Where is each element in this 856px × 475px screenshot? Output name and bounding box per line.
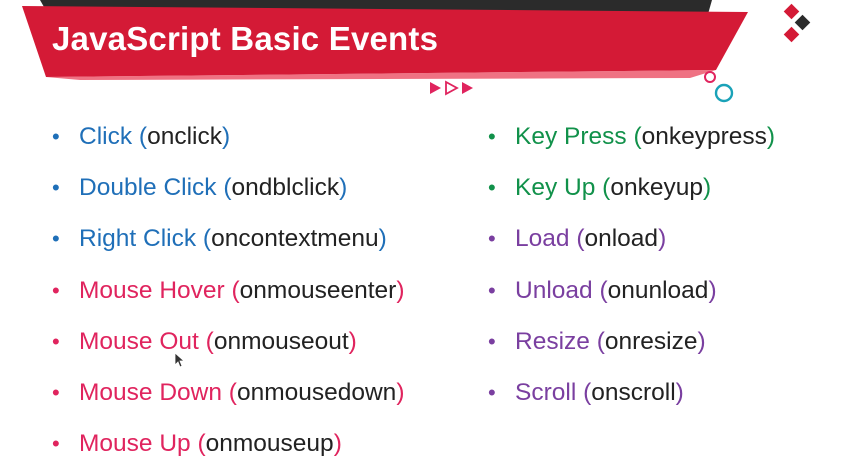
open-paren: ( (190, 430, 206, 458)
event-label: Mouse Up (79, 430, 191, 458)
event-label: Key Up (515, 174, 596, 202)
slide-title: JavaScript Basic Events (52, 20, 439, 57)
close-paren: ) (396, 276, 405, 304)
close-paren: ) (766, 123, 776, 150)
event-handler-name: onmousedown (236, 378, 397, 406)
event-item: • Double Click (ondblclick) (52, 168, 404, 219)
bullet-icon: • (52, 379, 60, 405)
event-label: Scroll (515, 378, 577, 406)
event-item: • Unload (onunload) (488, 271, 775, 322)
banner-red-shape (22, 6, 748, 77)
event-item: • Right Click (oncontextmenu) (52, 219, 404, 270)
event-item: • Resize (onresize) (488, 322, 775, 373)
bullet-icon: • (52, 124, 60, 149)
event-label: Mouse Down (79, 378, 222, 406)
right-event-list: •Key Press (onkeypress)•Key Up (onkeyup)… (488, 117, 775, 424)
event-handler-name: onkeypress (641, 123, 767, 150)
event-handler-name: onunload (607, 276, 709, 304)
event-handler-name: onload (584, 225, 659, 253)
close-paren: ) (378, 225, 387, 253)
close-paren: ) (333, 430, 342, 458)
open-paren: ( (198, 327, 214, 355)
event-label: Mouse Out (79, 327, 199, 355)
event-label: Mouse Hover (79, 276, 225, 304)
open-paren: ( (196, 225, 212, 253)
close-paren: ) (697, 327, 706, 355)
event-label: Click (79, 123, 133, 150)
bullet-icon: • (52, 226, 60, 252)
close-paren: ) (348, 327, 357, 355)
event-label: Load (515, 225, 570, 253)
bullet-icon: • (52, 328, 60, 354)
event-label: Resize (515, 327, 590, 355)
bullet-icon: • (488, 379, 496, 405)
bullet-icon: • (52, 175, 60, 201)
open-paren: ( (132, 123, 148, 150)
close-paren: ) (658, 225, 667, 253)
event-item: • Key Press (onkeypress) (488, 117, 775, 168)
open-paren: ( (576, 378, 592, 406)
bullet-icon: • (488, 277, 496, 303)
title-banner (22, 0, 811, 103)
circles-icon (704, 71, 734, 103)
event-label: Unload (515, 276, 593, 304)
bullet-icon: • (488, 124, 496, 149)
event-handler-name: oncontextmenu (211, 225, 379, 253)
event-handler-name: ondblclick (231, 174, 340, 202)
bullet-icon: • (488, 226, 496, 252)
open-paren: ( (216, 174, 232, 202)
close-paren: ) (396, 378, 405, 406)
event-item: • Load (onload) (488, 219, 775, 270)
banner-shard (46, 70, 716, 80)
event-handler-name: onkeyup (610, 174, 703, 202)
open-paren: ( (592, 276, 608, 304)
slide: JavaScript Basic Events •Click (onclick)… (22, 0, 811, 457)
open-paren: ( (589, 327, 605, 355)
close-paren: ) (702, 174, 712, 202)
close-paren: ) (708, 276, 717, 304)
event-item: • Mouse Out (onmouseout) (52, 322, 404, 373)
event-item: • Mouse Up (onmouseup) (52, 424, 404, 475)
open-paren: ( (595, 174, 611, 202)
event-handler-name: onmouseout (213, 327, 349, 355)
mouse-cursor-icon (174, 352, 186, 368)
event-handler-name: onmouseup (205, 430, 334, 458)
event-item: • Mouse Down (onmousedown) (52, 373, 404, 424)
open-paren: ( (626, 123, 642, 150)
event-label: Double Click (79, 174, 217, 202)
open-paren: ( (224, 276, 240, 304)
diamond-logo-icon (783, 3, 811, 43)
event-item: • Scroll (onscroll) (488, 373, 775, 424)
event-label: Right Click (79, 225, 197, 253)
close-paren: ) (675, 378, 684, 406)
event-item: • Mouse Hover (onmouseenter) (52, 271, 404, 322)
open-paren: ( (569, 225, 585, 253)
bullet-icon: • (488, 328, 496, 354)
event-item: • Click (onclick) (52, 117, 404, 168)
bullet-icon: • (52, 431, 60, 457)
bullet-icon: • (488, 175, 496, 201)
close-paren: ) (221, 123, 231, 150)
event-handler-name: onresize (604, 327, 698, 355)
event-handler-name: onclick (147, 123, 222, 150)
bullet-icon: • (52, 277, 60, 303)
triple-play-arrows-icon (430, 80, 473, 96)
event-item: • Key Up (onkeyup) (488, 168, 775, 219)
event-label: Key Press (515, 123, 627, 150)
event-handler-name: onmouseenter (239, 276, 397, 304)
close-paren: ) (339, 174, 348, 202)
left-event-list: •Click (onclick)•Double Click (ondblclic… (52, 117, 404, 475)
open-paren: ( (221, 378, 237, 406)
event-handler-name: onscroll (591, 378, 676, 406)
